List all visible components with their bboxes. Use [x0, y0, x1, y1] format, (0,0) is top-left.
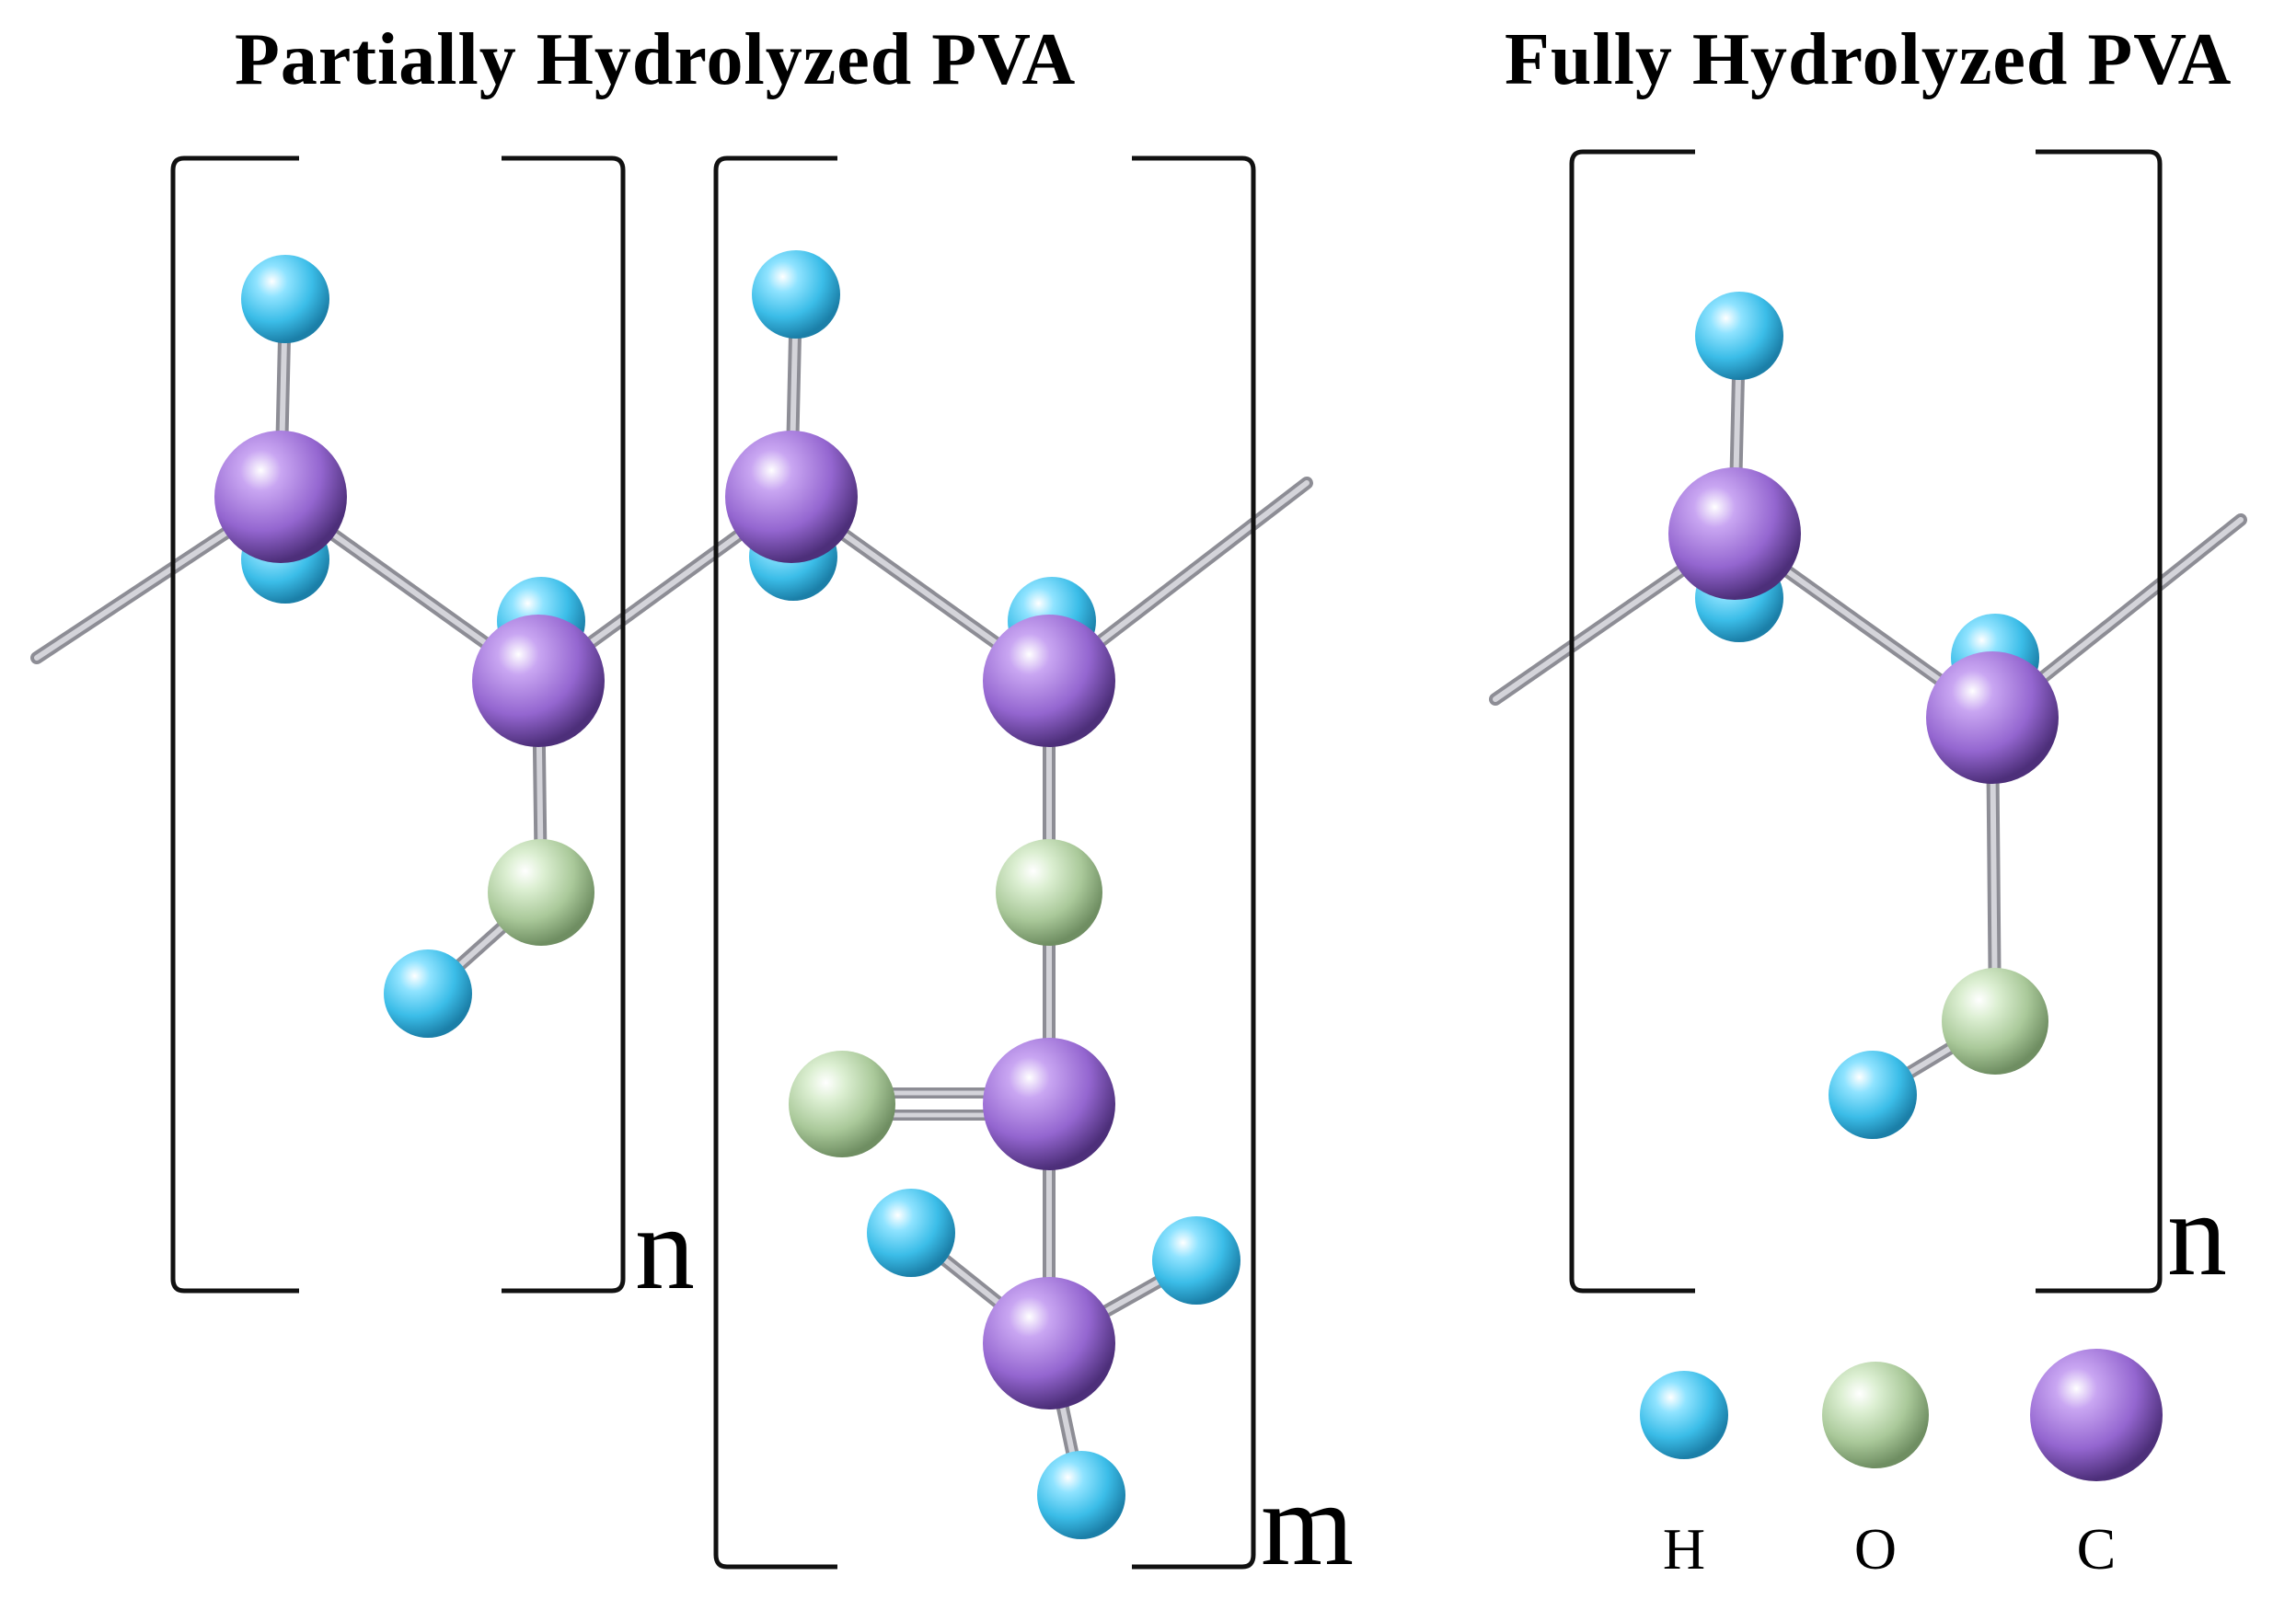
carbon-atom — [983, 1277, 1115, 1409]
carbon-atom — [983, 615, 1115, 747]
carbon-atom — [983, 1038, 1115, 1170]
legend-oxygen-swatch — [1822, 1362, 1929, 1468]
carbon-atom — [472, 615, 605, 747]
hydrogen-atom — [1037, 1451, 1125, 1539]
carbon-atom — [1926, 651, 2059, 784]
full-atoms — [1668, 292, 2059, 1139]
subscript-n-partial: n — [635, 1182, 695, 1315]
carbon-atom — [214, 431, 347, 563]
subscript-n-full: n — [2167, 1168, 2227, 1301]
legend-hydrogen-label: H — [1663, 1516, 1705, 1582]
bracket-full-left — [1569, 149, 1695, 1294]
oxygen-atom — [996, 839, 1102, 946]
partial-atoms — [214, 250, 1240, 1539]
partial-pva-title: Partially Hydrolyzed PVA — [235, 19, 1077, 100]
legend: H O C — [1640, 1349, 2163, 1582]
hydrogen-atom — [241, 255, 329, 343]
legend-oxygen-label: O — [1854, 1516, 1897, 1582]
hydrogen-atom — [1695, 292, 1783, 380]
carbon-atom — [1668, 467, 1801, 600]
hydrogen-atom — [1829, 1051, 1917, 1139]
bracket-full-right — [2036, 149, 2163, 1294]
oxygen-atom — [488, 839, 594, 946]
legend-carbon-swatch — [2030, 1349, 2163, 1481]
full-pva-title: Fully Hydrolyzed PVA — [1505, 19, 2233, 100]
carbon-atom — [725, 431, 858, 563]
hydrogen-atom — [384, 949, 472, 1038]
hydrogen-atom — [1152, 1216, 1240, 1305]
full-backbone-bond — [1489, 513, 2247, 724]
hydrogen-atom — [867, 1189, 955, 1277]
bracket-partial-n-left — [170, 155, 299, 1294]
bracket-partial-m-right — [1132, 155, 1256, 1570]
hydrogen-atom — [752, 250, 840, 339]
oxygen-atom — [1942, 968, 2048, 1075]
legend-hydrogen-swatch — [1640, 1371, 1728, 1459]
bonds — [30, 288, 2247, 1501]
legend-carbon-label: C — [2077, 1516, 2117, 1582]
brackets — [170, 149, 2163, 1570]
subscript-m-partial: m — [1261, 1458, 1354, 1591]
bracket-partial-m-left — [713, 155, 837, 1570]
oxygen-atom — [789, 1051, 895, 1157]
bracket-partial-n-right — [502, 155, 626, 1294]
